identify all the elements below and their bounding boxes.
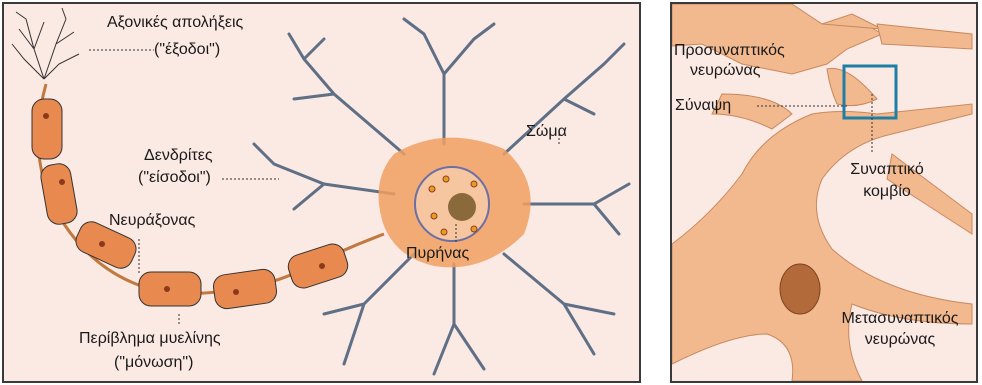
label-nucleus: Πυρήνας <box>406 244 469 263</box>
label-myelin-sub: ("μόνωση") <box>114 353 193 372</box>
synapse-panel: Προσυναπτικός νευρώνας Σύναψη Συναπτικό … <box>670 2 978 383</box>
neuron-illustration <box>4 4 639 381</box>
label-postsynaptic-neuron: Μετασυναπτικός <box>824 309 976 328</box>
label-soma: Σώμα <box>526 122 567 141</box>
label-presynaptic-neuron-sub: νευρώνας <box>690 61 760 80</box>
label-axon: Νευράξονας <box>109 211 195 230</box>
neuron-panel: Αξονικές απολήξεις ("έξοδοι") Δενδρίτες … <box>2 2 641 383</box>
myelin-sheath <box>32 99 351 310</box>
label-presynaptic-neuron: Προσυναπτικός <box>674 41 785 60</box>
axon-terminals <box>12 8 79 79</box>
label-postsynaptic-neuron-sub: νευρώνας <box>824 330 976 349</box>
label-synaptic-terminal: Συναπτικό <box>832 160 942 179</box>
synaptic-terminal <box>827 68 877 105</box>
label-axon-terminals-sub: ("έξοδοι") <box>154 40 220 59</box>
label-dendrites-sub: ("είσοδοι") <box>138 168 211 187</box>
nucleus <box>415 167 489 241</box>
label-myelin: Περίβλημα μυελίνης <box>79 329 221 348</box>
label-dendrites: Δενδρίτες <box>144 146 213 165</box>
postsynaptic-nucleus <box>780 264 820 314</box>
label-synaptic-terminal-sub: κομβίο <box>832 182 942 201</box>
label-axon-terminals: Αξονικές απολήξεις <box>107 13 243 32</box>
label-synapse: Σύναψη <box>675 96 731 115</box>
